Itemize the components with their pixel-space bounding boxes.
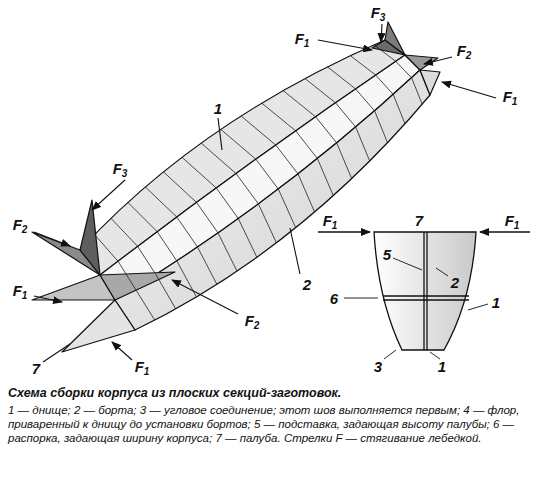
callout-number: 7 bbox=[415, 213, 423, 228]
frame-line bbox=[95, 235, 155, 321]
frame-line bbox=[241, 116, 315, 212]
frame-line bbox=[305, 79, 370, 162]
force-label: F1 bbox=[295, 31, 310, 49]
frame-line bbox=[145, 187, 217, 284]
frame-line bbox=[262, 103, 334, 196]
force-label: F2 bbox=[457, 43, 472, 61]
callout-number: 2 bbox=[451, 275, 459, 290]
force-label: F2 bbox=[245, 313, 260, 331]
force-label: F1 bbox=[323, 213, 338, 231]
frame-line bbox=[128, 202, 196, 297]
frame-line bbox=[164, 172, 238, 271]
caption-legend: 1 — днище; 2 — борта; 3 — угловое соедин… bbox=[8, 403, 538, 445]
force-label: F1 bbox=[13, 283, 28, 301]
force-label: F3 bbox=[371, 5, 386, 23]
callout-number: 3 bbox=[374, 359, 382, 374]
callout-number: 7 bbox=[32, 361, 40, 376]
callout-number: 6 bbox=[330, 291, 338, 306]
frame-line bbox=[111, 218, 176, 308]
callout-number: 1 bbox=[214, 101, 222, 116]
frame-line bbox=[283, 91, 352, 179]
frame-line bbox=[201, 143, 276, 243]
frame-line bbox=[350, 56, 405, 124]
frame-line bbox=[374, 45, 422, 104]
callout-number: 1 bbox=[438, 359, 446, 374]
frame-line bbox=[221, 129, 296, 227]
frame-line bbox=[182, 157, 257, 257]
force-label: F3 bbox=[113, 161, 128, 179]
force-label: F1 bbox=[503, 89, 518, 107]
callout-number: 1 bbox=[492, 295, 500, 310]
force-label: F2 bbox=[13, 217, 28, 235]
callout-number: 2 bbox=[303, 277, 311, 292]
force-label: F1 bbox=[135, 359, 150, 377]
callout-number: 5 bbox=[383, 247, 391, 262]
caption-title: Схема сборки корпуса из плоских секций-з… bbox=[8, 386, 538, 400]
force-label: F1 bbox=[505, 213, 520, 231]
